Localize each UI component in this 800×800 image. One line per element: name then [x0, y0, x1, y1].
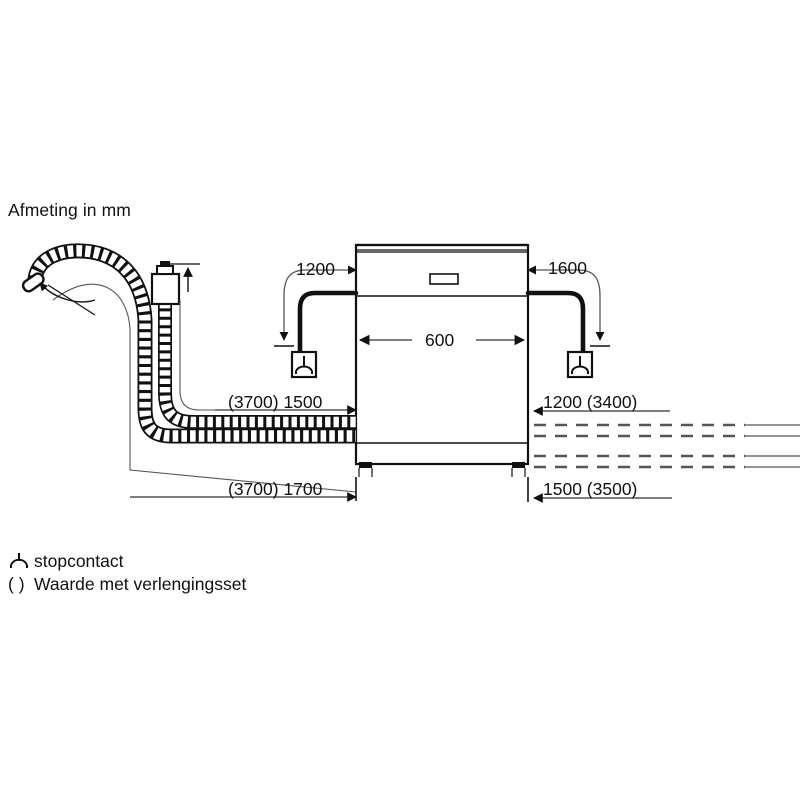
appliance-body [354, 243, 530, 466]
diagram-legend: stopcontact ( ) Waarde met verlengingsse… [8, 550, 246, 596]
power-cord-right [525, 290, 586, 355]
dim-leader-top-left [274, 265, 357, 347]
dim-leader-top-right [527, 265, 610, 347]
appliance-foot-right [512, 462, 525, 468]
legend-label-extension: Waarde met verlengingsset [34, 574, 247, 594]
dim-line-mid-left [215, 388, 357, 415]
aqua-stop-valve-box [150, 261, 181, 306]
power-socket-icon-left [290, 350, 318, 379]
dim-line-bottom-left [130, 477, 357, 502]
power-socket-icon [8, 552, 30, 572]
worktop-band [357, 249, 527, 253]
dim-line-bottom-right [527, 477, 672, 503]
right-hose-routes-dashed [534, 423, 800, 469]
dim-line-mid-right [527, 390, 670, 416]
dim-label-mid-left: (3700) 1500 [228, 392, 323, 412]
dim-label-top-right: 1600 [548, 258, 587, 278]
legend-row-socket: stopcontact [8, 550, 246, 573]
hose-leader-lines [39, 263, 357, 493]
appliance-foot-left [359, 462, 372, 468]
corrugated-water-inlet-hose [150, 261, 356, 429]
dim-label-mid-right: 1200 (3400) [543, 392, 638, 412]
dim-label-bottom-right: 1500 (3500) [543, 479, 638, 499]
dim-label-width-600: 600 [425, 330, 455, 350]
dim-label-bottom-left: (3700) 1700 [228, 479, 323, 499]
dim-label-top-left: 1200 [296, 259, 335, 279]
control-panel-display [429, 273, 459, 285]
power-cord-left [297, 290, 359, 355]
legend-label-socket: stopcontact [34, 551, 124, 571]
drain-hose-end-connector [21, 272, 45, 293]
corrugated-drain-hose [21, 243, 356, 444]
dishwasher-outline [354, 243, 530, 477]
power-socket-icon-right [566, 350, 594, 379]
legend-row-extension: ( ) Waarde met verlengingsset [8, 573, 246, 596]
parenthesis-marker: ( ) [8, 574, 25, 594]
diagram-title: Afmeting in mm [8, 200, 131, 220]
